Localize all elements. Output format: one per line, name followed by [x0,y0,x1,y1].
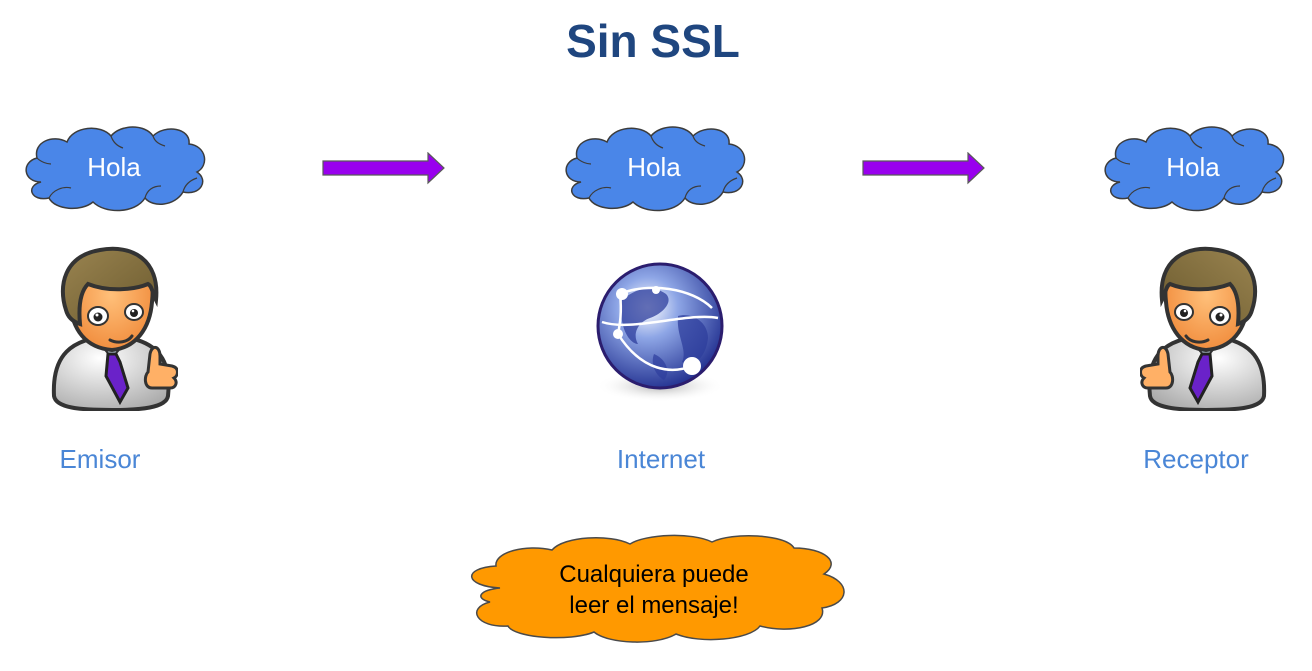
warning-line-2: leer el mensaje! [569,592,739,619]
message-text: Hola [87,152,141,182]
message-cloud-emisor: Hola [19,120,209,215]
arrow-right-icon [862,152,985,185]
arrow-right-icon [322,152,445,185]
message-text: Hola [1166,152,1220,182]
globe-icon [596,262,724,402]
warning-cloud: Cualquiera puede leer el mensaje! [460,534,848,646]
node-label-emisor: Emisor [59,444,141,474]
warning-line-1: Cualquiera puede [559,561,749,588]
message-cloud-receptor: Hola [1098,120,1288,215]
diagram-title: Sin SSL [566,15,740,67]
person-icon [48,246,178,411]
person-icon [1140,246,1270,411]
message-text: Hola [627,152,681,182]
node-label-internet: Internet [616,444,706,474]
node-label-receptor: Receptor [1143,444,1249,474]
message-cloud-internet: Hola [559,120,749,215]
